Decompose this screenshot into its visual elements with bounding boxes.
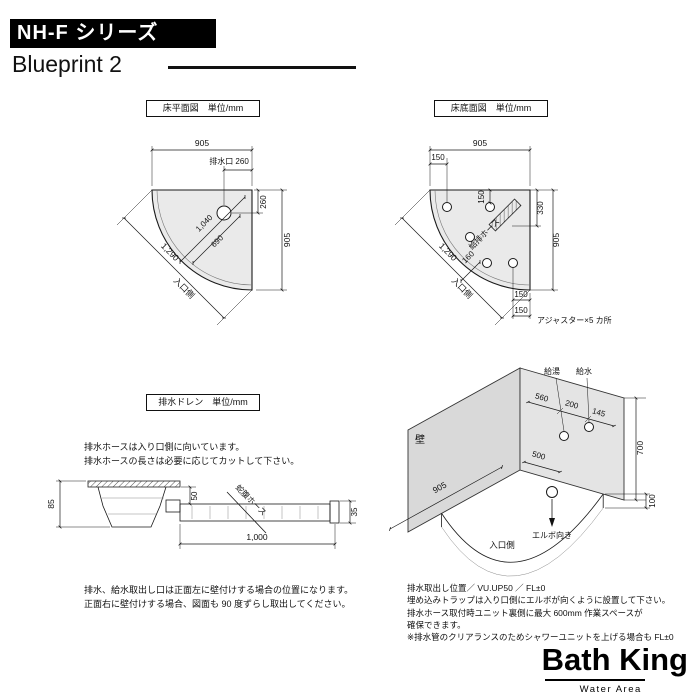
dim-150-bottom-2: 150 <box>514 306 528 315</box>
hose-ridges <box>191 506 319 519</box>
hot-water-port <box>559 431 569 441</box>
tray-front-edge <box>441 493 604 563</box>
dim-905-top: 905 <box>473 138 487 148</box>
series-title-bar: NH-F シリーズ <box>10 19 216 48</box>
drain-notes-bottom: 排水、給水取出し口は正面左に壁付けする場合の位置になります。 正面右に壁付けする… <box>84 584 353 612</box>
dim-260-vertical: 260 <box>259 195 268 209</box>
entrance-side-label: 入口側 <box>172 275 197 300</box>
floor-plan-caption: 床平面図 単位/mm <box>146 100 260 117</box>
dim-100: 100 <box>648 494 657 508</box>
series-title: NH-F シリーズ <box>17 22 159 44</box>
installation-drawing: 壁 給湯 給水 560 200 145 905 500 700 100 エルボ向… <box>389 366 657 577</box>
cold-water-port <box>584 422 594 432</box>
drain-pan <box>97 486 167 528</box>
dim-500: 500 <box>531 449 547 461</box>
drain-notes-top: 排水ホースは入り口側に向いています。 排水ホースの長さは必要に応じてカットして下… <box>84 441 299 469</box>
drain-flange <box>87 480 181 488</box>
brand-block: Bath King Water Area <box>541 642 688 695</box>
drain-caption: 排水ドレン 単位/mm <box>146 394 260 411</box>
dim-200: 200 <box>564 398 580 410</box>
drain-note-top-2: 排水ホースの長さは必要に応じてカットして下さい。 <box>84 455 300 466</box>
dim-145: 145 <box>591 406 607 418</box>
trap-position <box>546 486 558 498</box>
drain-outlet <box>165 499 181 513</box>
drain-drawing: 85 50 蛇腹ホース 35 1,000 <box>46 479 359 549</box>
installation-note-3: 排水ホース取付時ユニット裏側に最大 600mm 作業スペースが <box>407 607 643 618</box>
adjuster-note: アジャスター×5 カ所 <box>537 315 612 325</box>
installation-note-5: ※排水管のクリアランスのためシャワーユニットを上げる場合も FL±0 <box>407 632 674 643</box>
installation-note-4: 確保できます。 <box>407 619 466 630</box>
right-wall <box>519 367 625 501</box>
dim-150-bottom-1: 150 <box>514 290 528 299</box>
page-subtitle: Blueprint 2 <box>12 51 122 77</box>
wall-label: 壁 <box>415 433 425 446</box>
drain-note-bottom-1: 排水、給水取出し口は正面左に壁付けする場合の位置になります。 <box>84 585 354 595</box>
left-wall <box>407 367 521 533</box>
dim-35: 35 <box>350 507 359 516</box>
dim-905-top: 905 <box>195 138 209 148</box>
dim-905-right: 905 <box>282 233 292 247</box>
floor-plan-drawing: 905 排水口 260 260 905 1,040 690 1,290 入口側 <box>116 138 292 326</box>
dim-50: 50 <box>190 491 199 500</box>
floor-bottom-drawing: 905 150 150 330 給排ホース 160 905 1,290 入口側 … <box>394 138 612 326</box>
hose-end-cap <box>329 500 340 524</box>
dim-150-top: 150 <box>477 190 486 204</box>
hose-leader-line <box>226 491 267 534</box>
bellows-hose-label: 蛇腹ホース <box>234 482 269 517</box>
brand-tagline: Water Area <box>579 683 642 695</box>
entrance-side-label: 入口側 <box>489 540 515 550</box>
dim-1000: 1,000 <box>246 532 268 542</box>
hot-water-label: 給湯 <box>544 366 560 376</box>
dim-drain-260: 排水口 260 <box>209 156 249 166</box>
installation-note-1: 排水取出し位置／ VU.UP50 ／ FL±0 <box>407 583 546 593</box>
floor-bottom-caption: 床底面図 単位/mm <box>434 100 548 117</box>
dim-905-right: 905 <box>551 233 561 247</box>
entrance-side-label: 入口側 <box>450 275 475 300</box>
elbow-arrow-head <box>549 518 555 527</box>
dim-330: 330 <box>536 201 545 215</box>
dimension-lines <box>389 396 648 531</box>
dim-150-left: 150 <box>431 153 445 162</box>
dim-700: 700 <box>635 441 645 455</box>
subtitle-rule <box>168 66 356 69</box>
drain-note-bottom-2: 正面右に壁付けする場合、図面も 90 度ずらし取出してください。 <box>84 598 351 609</box>
dim-85: 85 <box>46 499 56 509</box>
cold-water-label: 給水 <box>576 366 592 376</box>
elbow-direction-label: エルボ向き <box>532 530 572 540</box>
brand-rule <box>544 678 645 681</box>
drain-note-top-1: 排水ホースは入り口側に向いています。 <box>84 442 245 452</box>
installation-notes: 排水取出し位置／ VU.UP50 ／ FL±0 埋め込みトラップは入り口側にエル… <box>407 582 674 644</box>
extension-lines <box>56 480 356 549</box>
dimension-lines <box>58 479 352 546</box>
installation-note-2: 埋め込みトラップは入り口側にエルボが向くように設置して下さい。 <box>407 595 671 606</box>
dim-560: 560 <box>534 391 550 403</box>
dimension-lines <box>400 148 555 319</box>
dimension-lines <box>122 148 284 319</box>
tray-apron-edge <box>441 507 604 577</box>
brand-logo: Bath King <box>541 642 688 677</box>
